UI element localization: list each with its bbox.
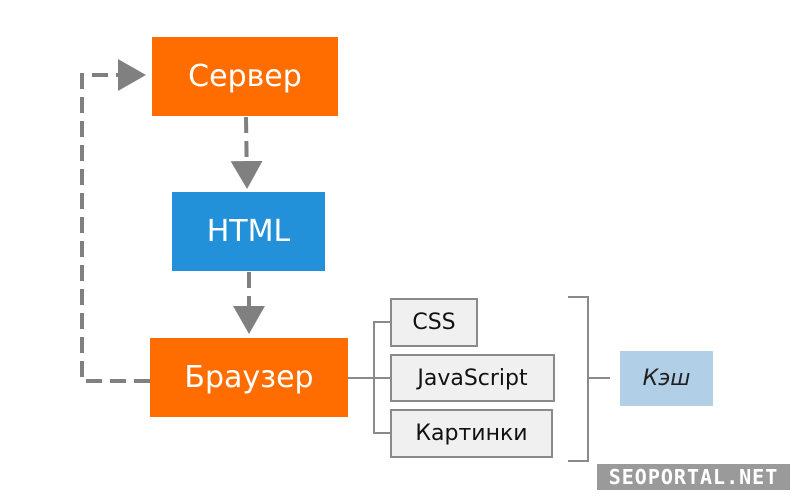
images-label: Картинки — [415, 421, 528, 446]
html-node: HTML — [172, 192, 325, 271]
browser-node: Браузер — [150, 338, 348, 417]
css-node: CSS — [390, 298, 478, 347]
server-to-html-arrow — [230, 116, 263, 189]
browser-to-server-loop-arrow — [80, 59, 150, 383]
css-label: CSS — [412, 310, 456, 335]
javascript-node: JavaScript — [390, 354, 555, 402]
server-label: Сервер — [188, 59, 302, 94]
server-node: Сервер — [152, 37, 338, 116]
javascript-label: JavaScript — [417, 365, 528, 391]
images-node: Картинки — [390, 409, 553, 458]
cache-node: Кэш — [620, 351, 713, 406]
watermark: SEOPORTAL.NET — [597, 464, 790, 490]
html-label: HTML — [206, 214, 291, 249]
cache-label: Кэш — [642, 366, 691, 391]
browser-label: Браузер — [184, 360, 314, 395]
resources-bracket — [568, 296, 610, 462]
resources-tree-lines — [348, 321, 390, 434]
